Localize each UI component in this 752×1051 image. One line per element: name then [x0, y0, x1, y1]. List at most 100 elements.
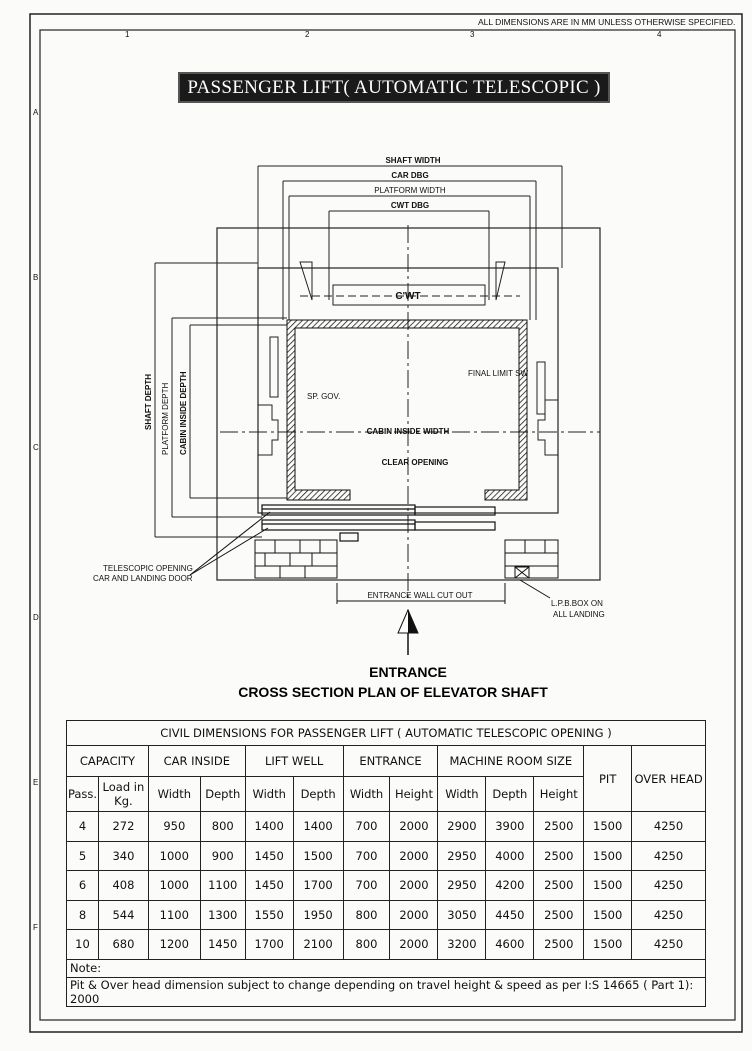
- table-cell: 800: [342, 929, 391, 960]
- note-text: Pit & Over head dimension subject to cha…: [66, 976, 706, 1007]
- grid-row-e: E: [33, 778, 38, 787]
- table-cell: 272: [97, 811, 149, 842]
- note-label: Note:: [66, 958, 706, 978]
- header-machine-room: MACHINE ROOM SIZE: [437, 745, 585, 777]
- table-cell: 1400: [244, 811, 294, 842]
- header-mr-width: Width: [437, 776, 487, 812]
- shaft-width-label: SHAFT WIDTH: [385, 156, 440, 165]
- header-entrance-width: Width: [342, 776, 391, 812]
- table-cell: 1500: [583, 929, 633, 960]
- platform-depth-label: PLATFORM DEPTH: [161, 382, 170, 455]
- clear-opening-label: CLEAR OPENING: [382, 458, 449, 467]
- table-cell: 2500: [533, 811, 585, 842]
- header-mr-height: Height: [533, 776, 585, 812]
- header-load: Load in Kg.: [97, 776, 149, 812]
- header-car-inside: CAR INSIDE: [147, 745, 246, 777]
- table-cell: 4450: [485, 899, 535, 930]
- header-car-width: Width: [147, 776, 201, 812]
- table-cell: 2100: [292, 929, 344, 960]
- table-cell: 4: [66, 811, 99, 842]
- table-cell: 544: [97, 899, 149, 930]
- table-cell: 4200: [485, 870, 535, 901]
- header-lift-well: LIFT WELL: [244, 745, 344, 777]
- header-capacity: CAPACITY: [66, 745, 149, 777]
- table-cell: 1700: [244, 929, 294, 960]
- grid-row-b: B: [33, 273, 38, 282]
- table-cell: 4250: [631, 811, 706, 842]
- grid-row-d: D: [33, 613, 39, 622]
- table-cell: 700: [342, 870, 391, 901]
- table-cell: 1000: [147, 870, 201, 901]
- lpb-label-2: ALL LANDING: [553, 610, 605, 619]
- table-cell: 1000: [147, 840, 201, 871]
- table-cell: 2950: [437, 870, 487, 901]
- table-cell: 4600: [485, 929, 535, 960]
- inner-frame: [39, 29, 736, 1021]
- table-cell: 1500: [583, 840, 633, 871]
- table-cell: 2950: [437, 840, 487, 871]
- car-dbg-label: CAR DBG: [391, 171, 428, 180]
- table-cell: 4250: [631, 870, 706, 901]
- table-cell: 1450: [199, 929, 246, 960]
- table-cell: 700: [342, 811, 391, 842]
- table-cell: 2500: [533, 899, 585, 930]
- table-cell: 1950: [292, 899, 344, 930]
- entrance-label: ENTRANCE: [369, 664, 447, 680]
- table-cell: 800: [342, 899, 391, 930]
- header-well-depth: Depth: [292, 776, 344, 812]
- final-limit-sw-label: FINAL LIMIT SW: [468, 369, 528, 378]
- table-cell: 1450: [244, 840, 294, 871]
- header-well-width: Width: [244, 776, 294, 812]
- table-cell: 5: [66, 840, 99, 871]
- table-cell: 4250: [631, 899, 706, 930]
- table-cell: 2500: [533, 840, 585, 871]
- brick-walls: [189, 511, 559, 604]
- sp-gov-label: SP. GOV.: [307, 392, 340, 401]
- header-mr-depth: Depth: [485, 776, 535, 812]
- telescopic-doors: [261, 504, 496, 542]
- header-car-depth: Depth: [199, 776, 246, 812]
- table-cell: 1400: [292, 811, 344, 842]
- table-cell: 10: [66, 929, 99, 960]
- table-cell: 3900: [485, 811, 535, 842]
- header-entrance-height: Height: [389, 776, 439, 812]
- entrance-arrow: [397, 608, 419, 655]
- table-cell: 2900: [437, 811, 487, 842]
- table-cell: 1200: [147, 929, 201, 960]
- table-cell: 1100: [147, 899, 201, 930]
- grid-col-2: 2: [305, 30, 310, 39]
- header-entrance: ENTRANCE: [342, 745, 439, 777]
- outer-frame: [29, 13, 743, 1033]
- header-pass: Pass.: [66, 776, 99, 812]
- table-cell: 2500: [533, 929, 585, 960]
- grid-row-a: A: [33, 108, 39, 117]
- table-cell: 3050: [437, 899, 487, 930]
- table-cell: 1500: [583, 870, 633, 901]
- page-title: PASSENGER LIFT( AUTOMATIC TELESCOPIC ): [178, 72, 610, 103]
- cwt-label: C'WT: [395, 291, 420, 302]
- table-cell: 1550: [244, 899, 294, 930]
- table-cell: 700: [342, 840, 391, 871]
- table-cell: 4250: [631, 929, 706, 960]
- table-cell: 1450: [244, 870, 294, 901]
- table-cell: 2000: [389, 811, 439, 842]
- table-cell: 1500: [292, 840, 344, 871]
- grid-row-c: C: [33, 443, 39, 452]
- cwt-dbg-label: CWT DBG: [391, 201, 429, 210]
- table-cell: 2500: [533, 870, 585, 901]
- grid-col-1: 1: [125, 30, 130, 39]
- table-cell: 1700: [292, 870, 344, 901]
- table-cell: 2000: [389, 840, 439, 871]
- table-cell: 680: [97, 929, 149, 960]
- civil-dimensions-table: CIVIL DIMENSIONS FOR PASSENGER LIFT ( AU…: [66, 720, 706, 1007]
- grid-labels: 1 2 3 4 A B C D E F: [33, 30, 662, 932]
- table-cell: 2000: [389, 929, 439, 960]
- table-cell: 1300: [199, 899, 246, 930]
- platform-width-label: PLATFORM WIDTH: [374, 186, 446, 195]
